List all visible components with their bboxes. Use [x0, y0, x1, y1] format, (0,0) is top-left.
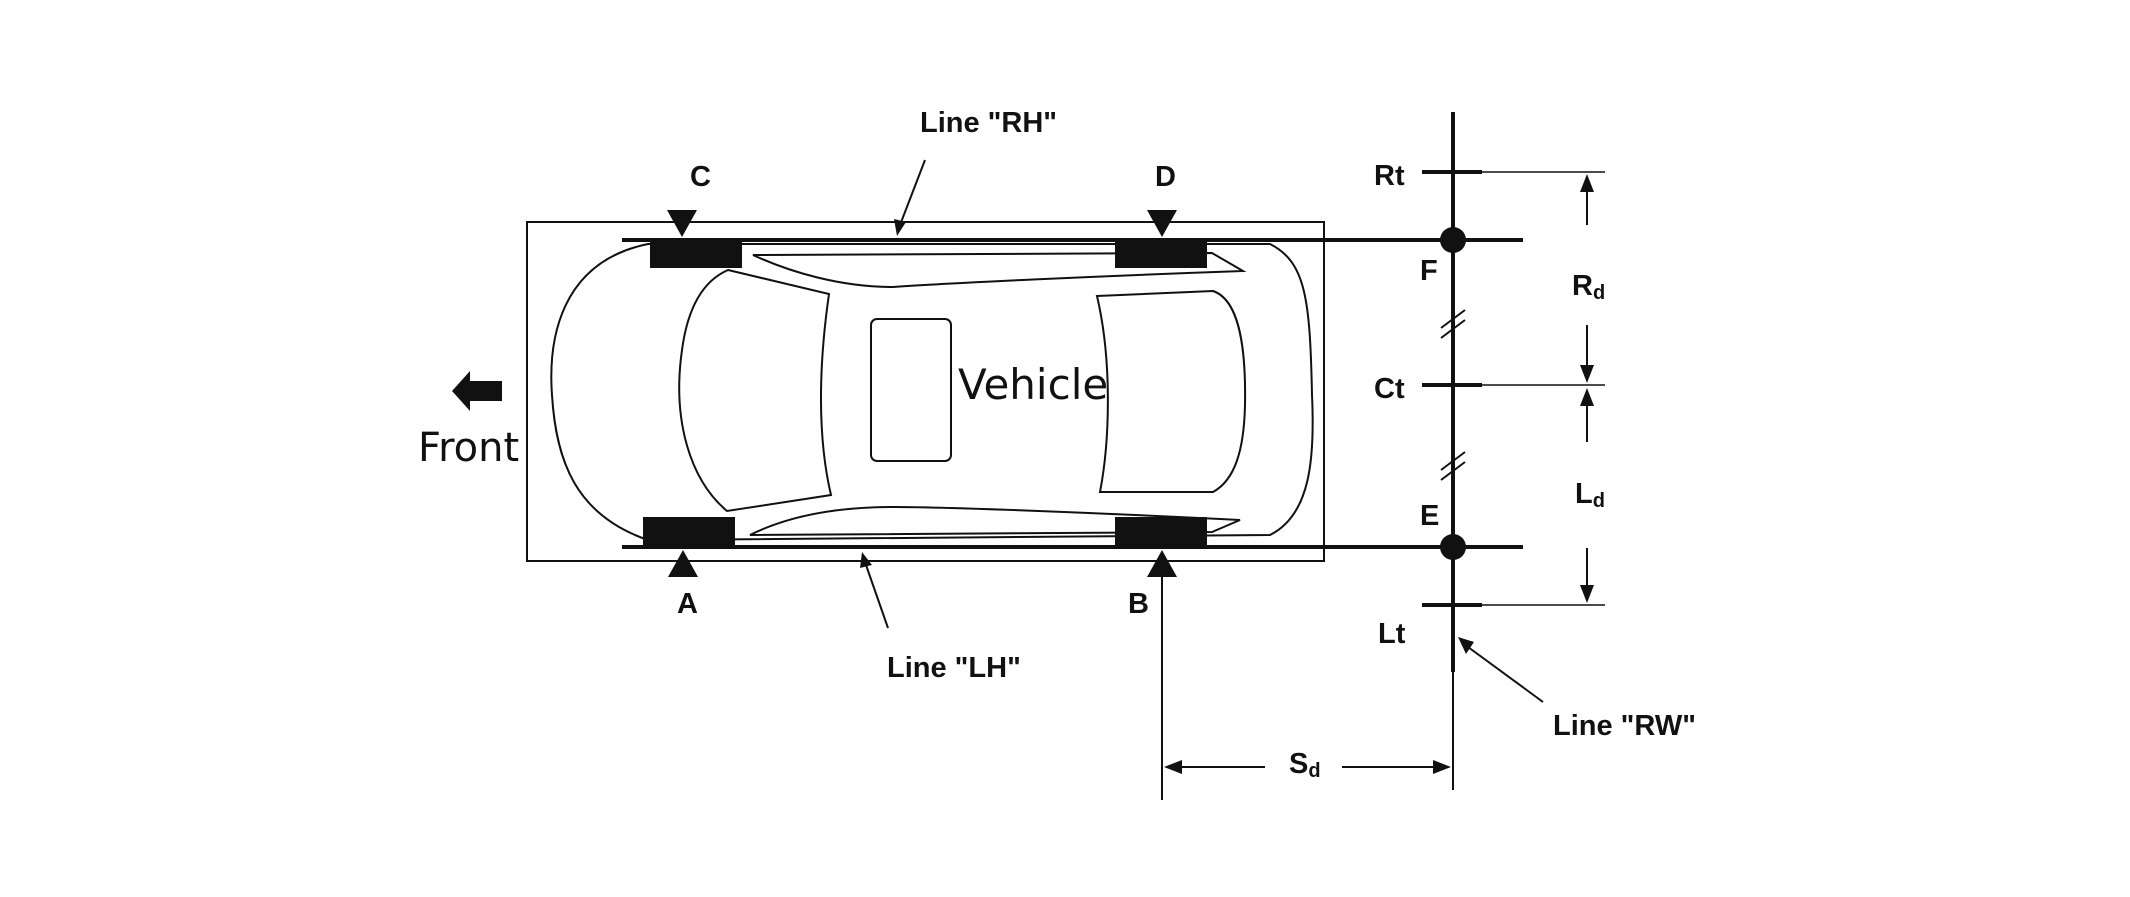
- rd-arrow-down-icon: [1580, 365, 1594, 383]
- lt-label: Lt: [1378, 618, 1406, 650]
- break-mark-upper-2: [1440, 319, 1466, 339]
- line-rw-label: Line "RW": [1553, 710, 1696, 742]
- rt-label: Rt: [1374, 160, 1405, 192]
- line-lh-label: Line "LH": [887, 652, 1021, 684]
- point-e-label: E: [1420, 500, 1439, 532]
- point-a-triangle-marker-icon: [668, 550, 698, 577]
- break-mark-lower: [1440, 451, 1466, 471]
- rd-arrow-up-icon: [1580, 174, 1594, 192]
- point-d-label: D: [1155, 161, 1176, 193]
- line-lh-leader-arrow-icon: [860, 552, 872, 568]
- vehicle-label: Vehicle: [958, 360, 1108, 409]
- point-d-triangle-marker-icon: [1147, 210, 1177, 237]
- line-rw-leader: [1467, 646, 1544, 703]
- line-rw-leader-arrow-icon: [1458, 637, 1474, 654]
- sd-arrow-right-icon: [1433, 760, 1451, 774]
- junction-f-dot-icon: [1440, 227, 1466, 253]
- point-c-label: C: [690, 161, 711, 193]
- ld-label: Ld: [1575, 478, 1605, 512]
- break-mark-lower-2: [1440, 461, 1466, 481]
- windshield: [678, 268, 833, 513]
- point-c-triangle-marker-icon: [667, 210, 697, 237]
- sunroof: [870, 318, 952, 462]
- ld-arrow-down-icon: [1580, 585, 1594, 603]
- right-side-sill: [752, 251, 1247, 289]
- ld-arrow-up-icon: [1580, 388, 1594, 406]
- point-f-label: F: [1420, 255, 1438, 287]
- break-mark-upper: [1440, 309, 1466, 329]
- rear-window: [1095, 289, 1247, 493]
- tire-rear-left: [1115, 517, 1207, 545]
- junction-e-dot-icon: [1440, 534, 1466, 560]
- sd-label: Sd: [1289, 748, 1321, 782]
- line-rh-leader-arrow-icon: [894, 219, 906, 236]
- point-b-label: B: [1128, 588, 1149, 620]
- line-rh-label: Line "RH": [920, 107, 1057, 139]
- ct-label: Ct: [1374, 373, 1405, 405]
- tire-front-right: [650, 240, 742, 268]
- car-body-outline: [550, 243, 1314, 542]
- point-a-label: A: [677, 588, 698, 620]
- point-b-triangle-marker-icon: [1147, 550, 1177, 577]
- left-side-sill: [749, 505, 1241, 536]
- front-left-arrow-icon: [452, 371, 502, 411]
- vehicle-frame: [526, 221, 1325, 562]
- front-label: Front: [418, 425, 519, 471]
- rd-label: Rd: [1572, 270, 1605, 304]
- tire-front-left: [643, 517, 735, 545]
- line-lh-leader: [865, 564, 889, 629]
- tire-rear-right: [1115, 240, 1207, 268]
- line-rh-leader: [899, 159, 926, 226]
- sd-arrow-left-icon: [1164, 760, 1182, 774]
